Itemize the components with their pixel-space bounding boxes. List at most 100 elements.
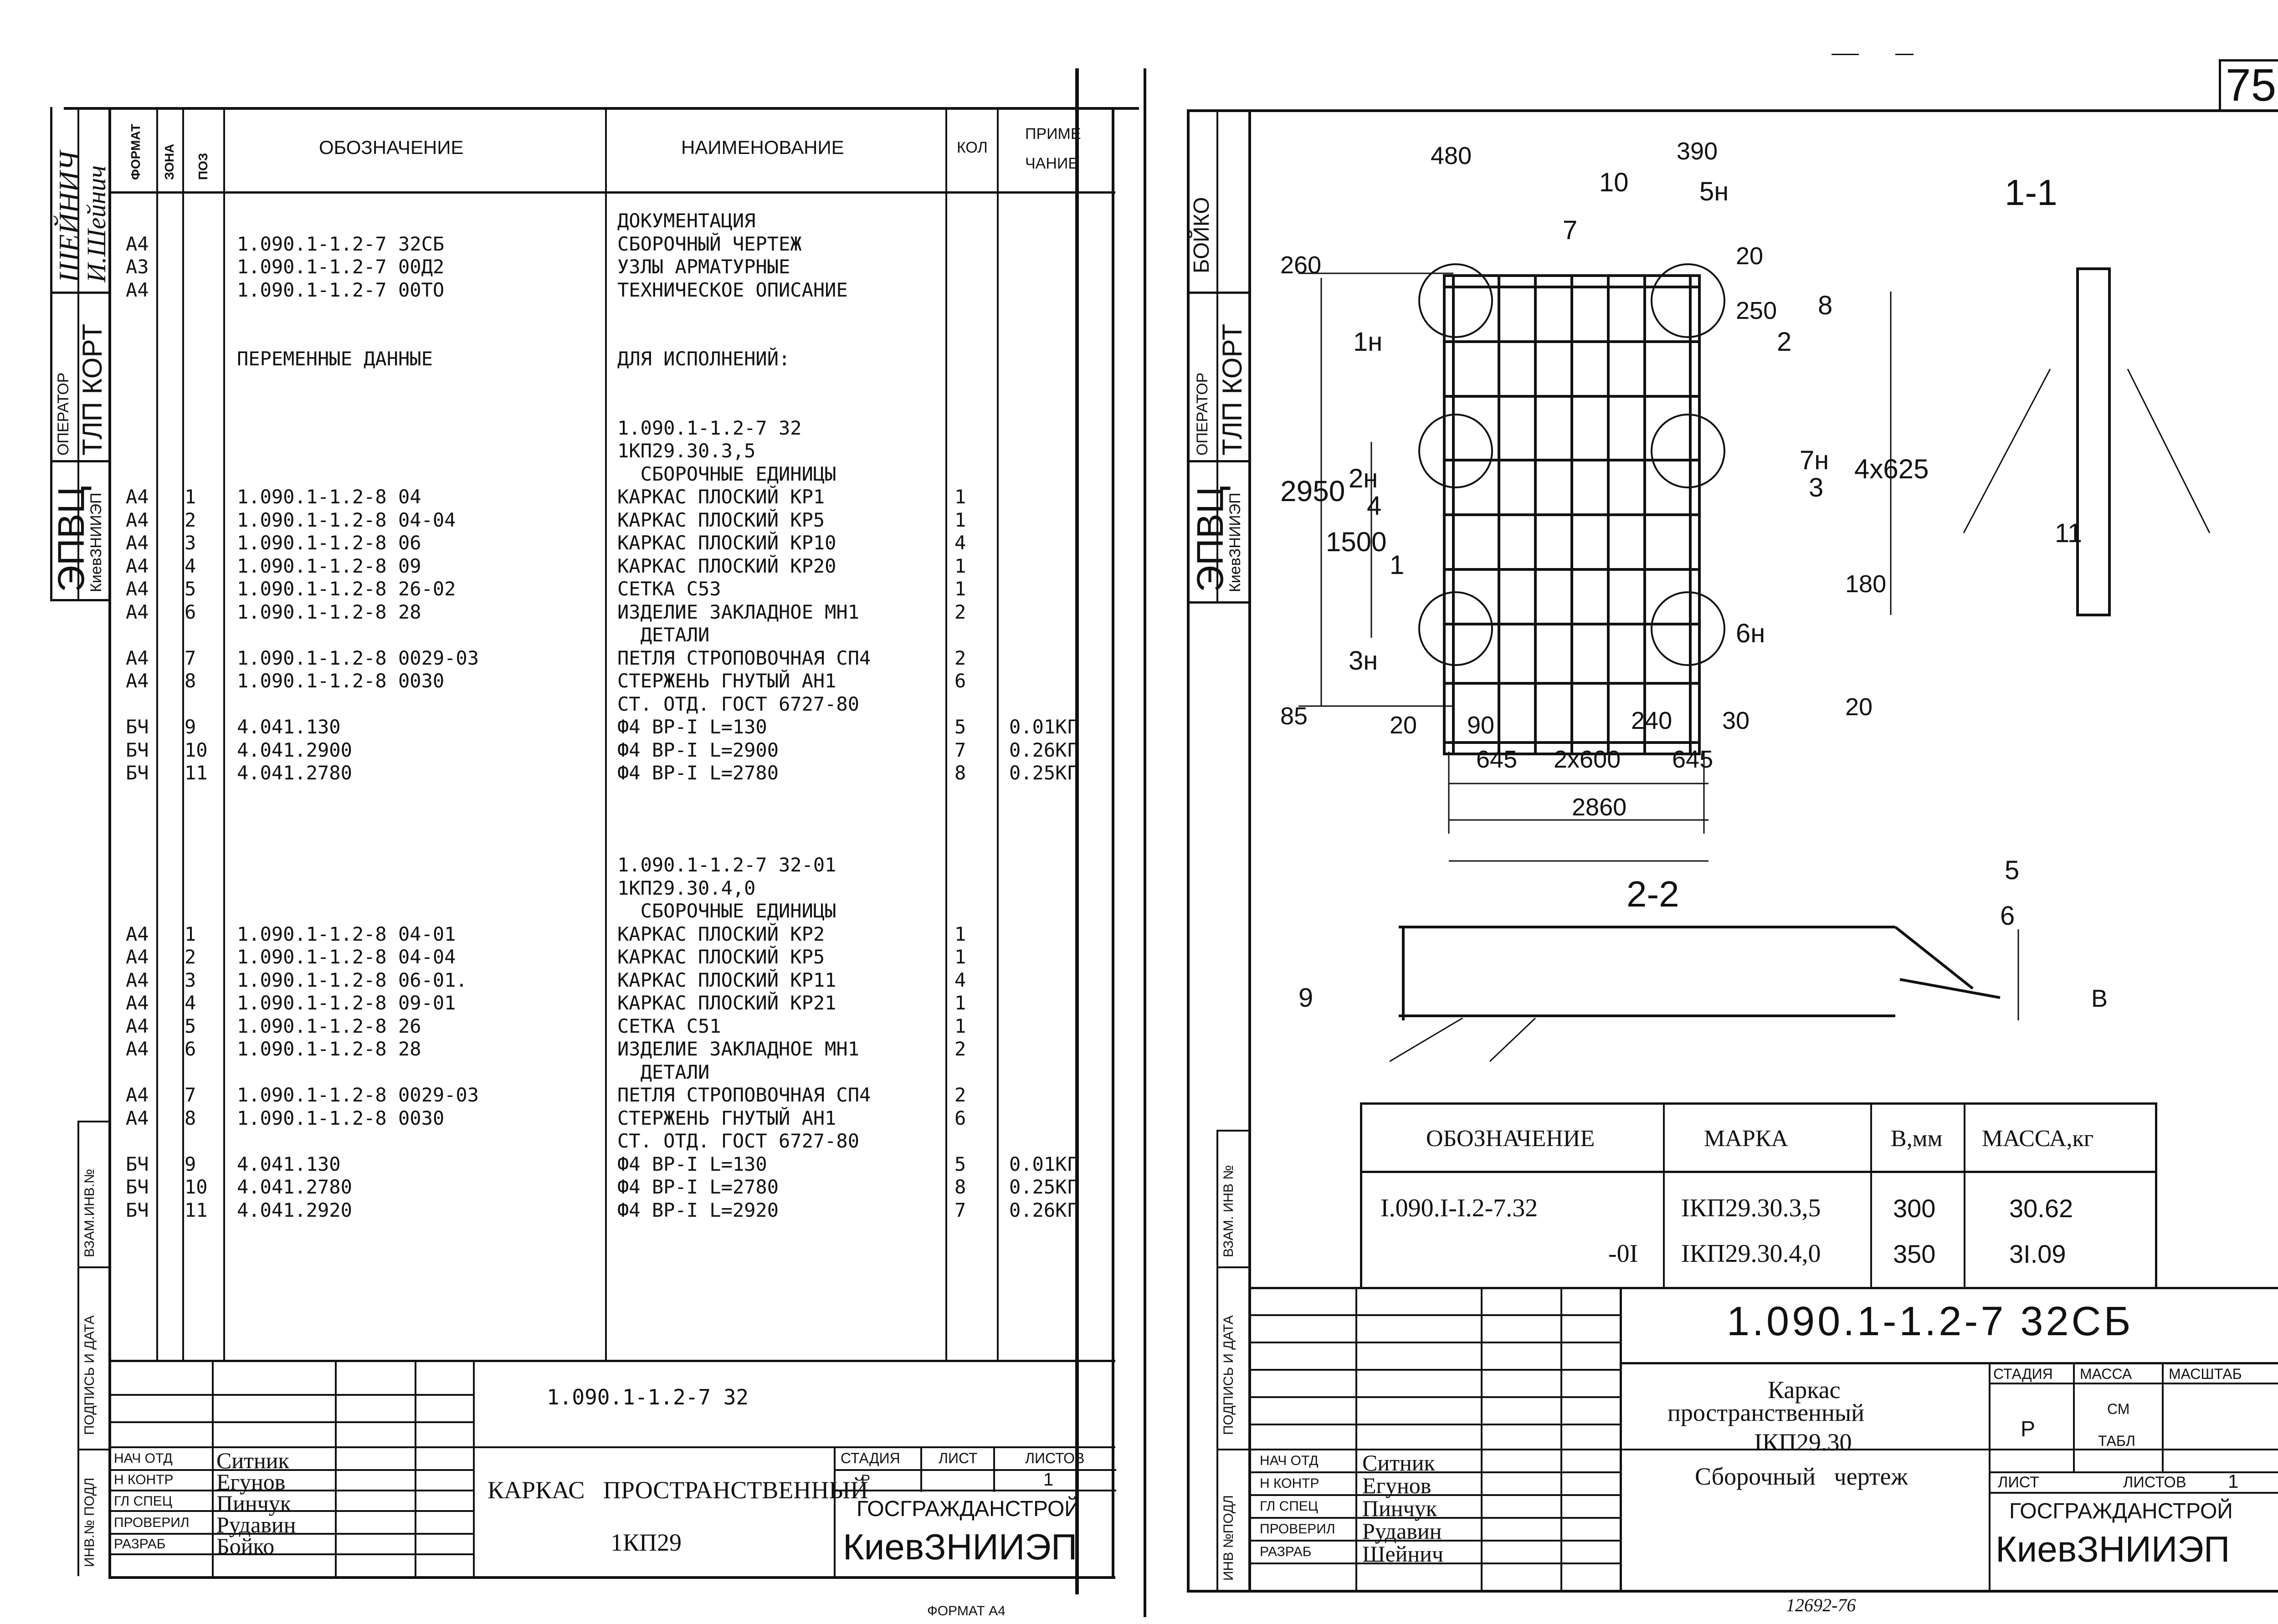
- spec-cell-q: 6: [954, 1107, 966, 1129]
- spec-cell-f: А4: [126, 232, 149, 255]
- dim-645b: 645: [1672, 746, 1713, 773]
- right-title-3: IКП29.30: [1754, 1429, 1852, 1456]
- spec-cell-d: 1.090.1-1.2-7 00ТО: [237, 278, 445, 301]
- mark-table-row1-b: 300: [1893, 1194, 1936, 1223]
- header-note-2: ЧАНИЕ: [1025, 155, 1079, 172]
- spec-cell-q: 1: [954, 922, 966, 945]
- spec-cell-m: 0.01КГ: [1009, 1153, 1078, 1175]
- mark-table-header-mark: МАРКА: [1704, 1126, 1788, 1152]
- dim-20c: 20: [1390, 712, 1417, 739]
- right-title-4: Сборочный чертеж: [1695, 1463, 1908, 1490]
- dim-1500: 1500: [1326, 527, 1386, 557]
- spec-cell-n: Ф4 ВР-I L=2900: [617, 738, 779, 761]
- spec-cell-d: 1.090.1-1.2-7 32СБ: [237, 232, 445, 255]
- mark-table-row1-code: I.090.I-I.2-7.32: [1380, 1194, 1538, 1222]
- position-mark: 8: [1818, 291, 1832, 320]
- right-title-block-code: 1.090.1-1.2-7 32СБ: [1727, 1299, 2134, 1344]
- spec-cell-q: 1: [954, 992, 966, 1014]
- spec-cell-f: БЧ: [126, 716, 149, 738]
- spec-cell-n: ДЛЯ ИСПОЛНЕНИЙ:: [617, 348, 790, 370]
- spec-cell-p: 3: [185, 968, 196, 991]
- stamp-name-right: БОЙКО: [1190, 197, 1214, 273]
- spec-cell-n: СТ. ОТД. ГОСТ 6727-80: [617, 1130, 860, 1152]
- position-mark: 5: [2005, 856, 2019, 885]
- spec-cell-f: А4: [126, 278, 149, 301]
- signature-name: Ситник: [216, 1448, 289, 1473]
- position-mark: 10: [1599, 168, 1629, 197]
- spec-cell-p: 10: [185, 738, 208, 761]
- spec-cell-d: 4.041.2780: [237, 762, 352, 784]
- position-mark: 1: [1390, 550, 1404, 580]
- right-side-box-value-2: ЭПВЦ: [1190, 486, 1231, 592]
- title-block-title-1: КАРКАС ПРОСТРАНСТВЕННЫЙ: [487, 1476, 868, 1504]
- dim-390: 390: [1677, 138, 1718, 165]
- signature-name: Шейнич: [1362, 1541, 1444, 1567]
- spec-cell-f: БЧ: [126, 1153, 149, 1175]
- header-name: НАИМЕНОВАНИЕ: [681, 137, 844, 158]
- section-label-2-2: 2-2: [1626, 874, 1679, 914]
- spec-cell-f: БЧ: [126, 738, 149, 761]
- header-note-1: ПРИМЕ: [1025, 125, 1081, 143]
- position-mark: 6: [2000, 901, 2015, 931]
- right-stage-label: СТАДИЯ: [1993, 1366, 2053, 1382]
- spec-cell-d: 1.090.1-1.2-8 04-04: [237, 946, 456, 968]
- spec-cell-d: 1.090.1-1.2-8 0030: [237, 1107, 445, 1129]
- spec-cell-f: А4: [126, 1084, 149, 1106]
- spec-cell-f: А3: [126, 256, 149, 278]
- spec-cell-n: КАРКАС ПЛОСКИЙ КР5: [617, 508, 825, 531]
- dim-2x600: 2x600: [1554, 746, 1621, 773]
- spec-cell-p: 11: [185, 762, 208, 784]
- signature-role: РАЗРАБ: [114, 1537, 166, 1552]
- spec-cell-f: А4: [126, 646, 149, 669]
- dim-20a: 20: [1736, 242, 1763, 270]
- spec-cell-f: А4: [126, 670, 149, 692]
- dim-85: 85: [1280, 702, 1308, 730]
- spec-cell-f: БЧ: [126, 1176, 149, 1198]
- spec-cell-p: 11: [185, 1199, 208, 1221]
- position-mark: 11: [2055, 518, 2082, 548]
- spec-cell-p: 9: [185, 1153, 196, 1175]
- spec-cell-d: 1.090.1-1.2-8 09: [237, 554, 421, 577]
- spec-cell-n: КАРКАС ПЛОСКИЙ КР10: [617, 532, 836, 554]
- position-mark: 3: [1809, 473, 1823, 502]
- spec-cell-n: ДОКУМЕНТАЦИЯ: [617, 210, 756, 232]
- spec-cell-d: 1.090.1-1.2-8 26: [237, 1014, 421, 1037]
- signature-name: Егунов: [1362, 1473, 1431, 1498]
- spec-cell-m: 0.25КГ: [1009, 1176, 1078, 1198]
- right-side-box-label-1: ОПЕРАТОР: [1194, 372, 1211, 456]
- spec-cell-q: 1: [954, 1014, 966, 1037]
- mark-table-row2-mass: 3I.09: [2009, 1240, 2066, 1268]
- spec-cell-n: ПЕТЛЯ СТРОПОВОЧНАЯ СП4: [617, 1084, 871, 1106]
- mark-table-header-code: ОБОЗНАЧЕНИЕ: [1426, 1126, 1595, 1152]
- signature-role: ГЛ СПЕЦ: [114, 1494, 173, 1509]
- spec-cell-d: 1.090.1-1.2-8 04: [237, 486, 421, 508]
- dim-30: 30: [1722, 707, 1750, 734]
- spec-cell-q: 6: [954, 670, 966, 692]
- signature-role: ПРОВЕРИЛ: [114, 1515, 190, 1530]
- spec-cell-d: 1.090.1-1.2-8 26-02: [237, 578, 456, 600]
- spec-cell-n: СЕТКА С53: [617, 578, 721, 600]
- position-mark: 9: [1298, 983, 1313, 1013]
- title-block-code: 1.090.1-1.2-7 32: [547, 1385, 749, 1409]
- spec-cell-p: 6: [185, 600, 196, 623]
- spec-cell-d: 1.090.1-1.2-8 06-01.: [237, 968, 467, 991]
- spec-cell-n: КАРКАС ПЛОСКИЙ КР2: [617, 922, 825, 945]
- spec-cell-p: 8: [185, 1107, 196, 1129]
- mark-table-header-b: В,мм: [1891, 1126, 1943, 1152]
- format-label: ФОРМАТ А4: [927, 1604, 1006, 1619]
- spec-cell-q: 8: [954, 762, 966, 784]
- signature-name: Егунов: [216, 1469, 286, 1495]
- signature-role: ПРОВЕРИЛ: [1260, 1522, 1335, 1537]
- position-mark: 3н: [1349, 646, 1378, 676]
- spec-cell-q: 1: [954, 486, 966, 508]
- right-stage-value: Р: [2021, 1417, 2036, 1441]
- mark-table-row2-mark: IКП29.30.4,0: [1681, 1240, 1821, 1268]
- right-sheet-label: ЛИСТ: [1998, 1474, 2039, 1491]
- right-side-box-label-2: КиевЗНИИЭП: [1226, 492, 1244, 592]
- dim-250: 250: [1736, 297, 1777, 324]
- dim-20b: 20: [1845, 693, 1873, 721]
- spec-cell-q: 1: [954, 578, 966, 600]
- right-sheets-label: ЛИСТОВ: [2123, 1474, 2186, 1491]
- signature-role: Н КОНТР: [1260, 1476, 1319, 1491]
